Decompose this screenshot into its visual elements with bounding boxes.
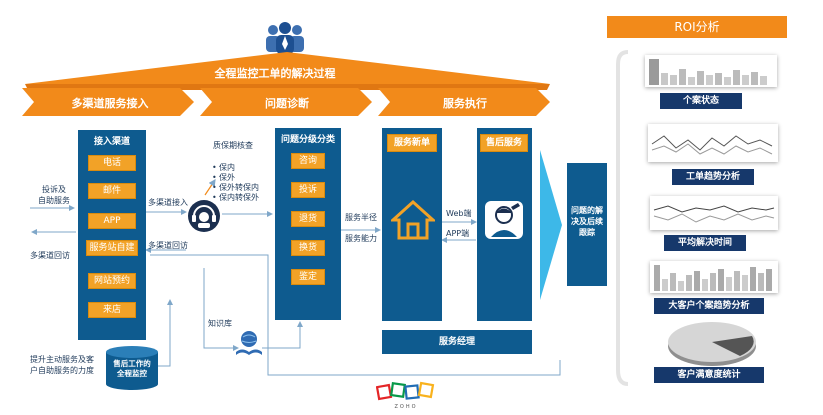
complaint-note: 投诉及 自助服务 (38, 185, 70, 205)
stage-label-1: 多渠道服务接入 (71, 97, 149, 110)
stage-arrow-3 (378, 88, 550, 116)
customer-satisfaction-chart (666, 316, 758, 368)
stage-arrow-2 (200, 88, 372, 116)
knowledge-base-label: 知识库 (208, 319, 232, 328)
channel-store[interactable]: 来店 (88, 302, 136, 318)
app-channel-label: APP端 (446, 229, 470, 238)
customer-service-agent-icon (186, 198, 222, 234)
multi-access-label: 多渠道接入 (148, 198, 188, 207)
followup-panel (567, 163, 607, 286)
web-channel-label: Web端 (446, 209, 472, 218)
house-icon (389, 199, 437, 240)
multi-callback-label: 多渠道回访 (148, 241, 188, 250)
channel-phone[interactable]: 电话 (88, 155, 136, 171)
channel-web-booking[interactable]: 网站预约 (88, 273, 136, 289)
avg-resolution-time-chart (650, 196, 778, 230)
warranty-bullets: •••• (212, 163, 217, 202)
stage-label-2: 问题诊断 (265, 97, 309, 110)
ticket-trend-label: 工单趋势分析 (672, 169, 754, 185)
warranty-item: 保外 (219, 173, 235, 182)
after-sales-service-button[interactable]: 售后服务 (480, 134, 528, 152)
category-return[interactable]: 退货 (291, 211, 325, 227)
category-exchange[interactable]: 换货 (291, 240, 325, 256)
case-status-label: 个案状态 (660, 93, 742, 109)
channel-email[interactable]: 邮件 (88, 183, 136, 199)
monitor-label: 售后工作的 全程监控 (113, 359, 151, 378)
category-appraisal[interactable]: 鉴定 (291, 269, 325, 285)
self-service-note: 提升主动服务及客 户自助服务的力度 (30, 355, 94, 375)
followup-label: 问题的解 决及后续 跟踪 (571, 206, 603, 237)
banner-title: 全程监控工单的解决过程 (214, 67, 336, 80)
roi-bracket (616, 50, 629, 386)
flow-arrow-right (540, 150, 562, 300)
stage-label-3: 服务执行 (443, 97, 487, 110)
category-complaint[interactable]: 投诉 (291, 182, 325, 198)
case-status-chart (645, 55, 777, 87)
category-inquiry[interactable]: 咨询 (291, 153, 325, 169)
classification-title: 问题分级分类 (280, 135, 335, 145)
warranty-check-label: 质保期核查 (213, 141, 253, 150)
stage-arrow-1 (22, 88, 194, 116)
service-manager-bar[interactable]: 服务经理 (382, 330, 532, 354)
channel-service-station[interactable]: 服务站自建 (86, 240, 138, 256)
ticket-trend-chart (648, 124, 778, 162)
new-service-order-button[interactable]: 服务新单 (387, 134, 437, 152)
service-radius-label: 服务半径 (345, 213, 377, 222)
key-account-trend-chart (650, 261, 778, 293)
knowledge-book-icon (234, 330, 264, 356)
access-channel-title: 接入渠道 (93, 137, 130, 147)
warranty-item: 保内 (219, 163, 235, 172)
channel-app[interactable]: APP (88, 213, 136, 229)
customer-satisfaction-label: 客户满意度统计 (654, 367, 764, 383)
warranty-item: 保外转保内 (219, 183, 259, 192)
service-capacity-label: 服务能力 (345, 234, 377, 243)
warranty-list: 保内 保外 保外转保内 保内转保外 (219, 163, 259, 203)
callback-note: 多渠道回访 (30, 251, 70, 260)
key-account-trend-label: 大客户个案趋势分析 (654, 298, 764, 314)
zoho-logo: ZOHO (375, 380, 436, 412)
team-icon (260, 22, 310, 54)
zoho-logo-text: ZOHO (394, 404, 418, 410)
technician-icon (483, 199, 525, 241)
avg-resolution-time-label: 平均解决时间 (664, 235, 746, 251)
roi-title: ROI分析 (607, 16, 787, 38)
warranty-item: 保内转保外 (219, 193, 259, 202)
database-monitor-icon (104, 345, 160, 391)
